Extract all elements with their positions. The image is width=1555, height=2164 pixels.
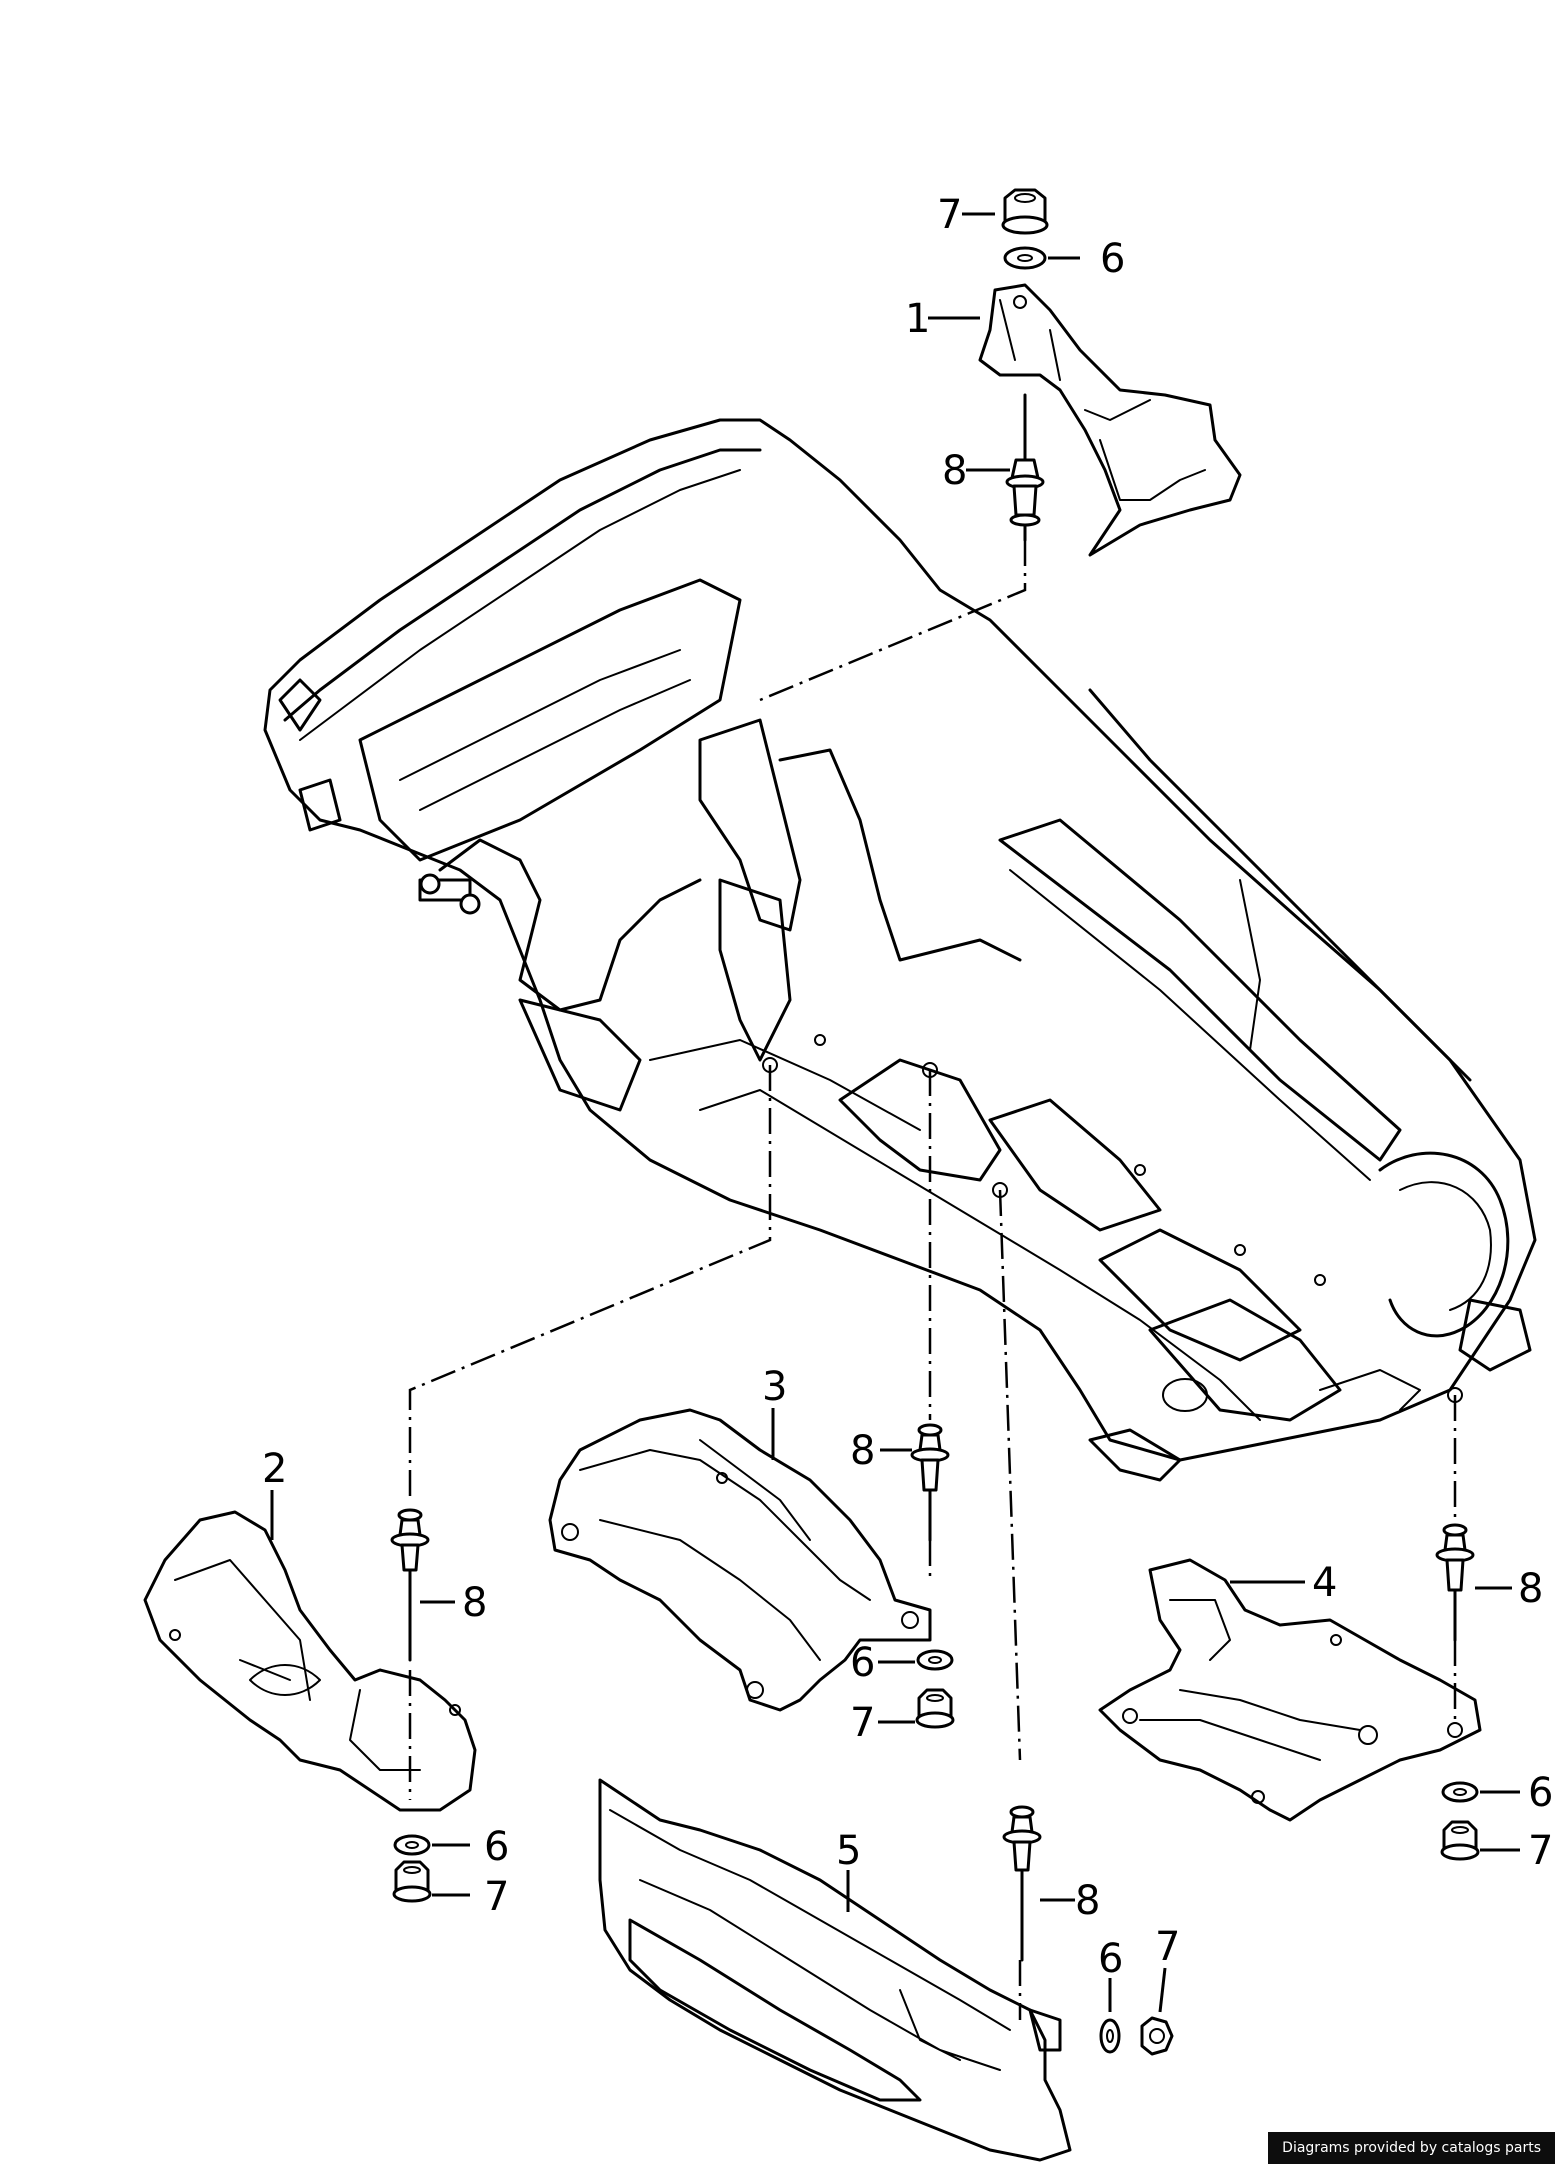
nut-7-top [1001,188,1049,235]
heat-shield-2 [143,1510,477,1812]
callout-7-right: 7 [1528,1828,1553,1874]
callout-8-top: 8 [942,448,967,494]
heat-shield-4 [1098,1558,1482,1822]
nut-7-left [392,1860,432,1903]
callout-8-left: 8 [462,1580,487,1626]
callout-7-top: 7 [937,192,962,238]
leader-lines [270,212,1520,2013]
callout-8-lower: 8 [1075,1878,1100,1924]
callout-6-lower: 6 [1098,1936,1123,1982]
callout-7-lower: 7 [1155,1924,1180,1970]
washer-6-right [1441,1781,1479,1803]
callout-4: 4 [1312,1560,1337,1606]
heat-shield-5 [598,1778,1072,2162]
nut-7-right [1440,1820,1480,1861]
callout-8-right: 8 [1518,1566,1543,1612]
callout-6-center: 6 [850,1640,875,1686]
stud-bolt-8-top [1005,393,1045,542]
callout-3: 3 [762,1364,787,1410]
washer-6-top [1003,246,1047,270]
stud-bolt-8-center [910,1423,950,1542]
stud-bolt-8-right [1435,1523,1475,1642]
callout-6-left: 6 [484,1824,509,1870]
washer-6-center [916,1649,954,1671]
heat-shield-1 [978,283,1242,557]
washer-6-left [393,1834,431,1856]
callout-5: 5 [836,1828,861,1874]
nut-7-lower [1140,2016,1174,2056]
credit-banner: Diagrams provided by catalogs parts [1268,2132,1555,2164]
nut-7-center [915,1688,955,1729]
callout-2: 2 [262,1446,287,1492]
callout-numbers: 7 6 1 8 2 8 6 7 3 8 6 7 4 8 6 7 5 8 6 7 [262,192,1553,1982]
callout-8-center: 8 [850,1428,875,1474]
assembly-lines [408,540,1457,2020]
stud-bolt-8-lower [1002,1805,1042,1962]
callout-6-top: 6 [1100,236,1125,282]
vehicle-underbody [263,418,1537,1482]
heat-shield-3 [548,1408,932,1712]
callout-1: 1 [905,296,930,342]
stud-bolt-8-left [390,1508,430,1662]
callout-7-left: 7 [484,1874,509,1920]
callout-7-center: 7 [850,1700,875,1746]
callout-6-right: 6 [1528,1770,1553,1816]
washer-6-lower [1099,2018,1121,2054]
front-mount-bolt [419,873,481,915]
